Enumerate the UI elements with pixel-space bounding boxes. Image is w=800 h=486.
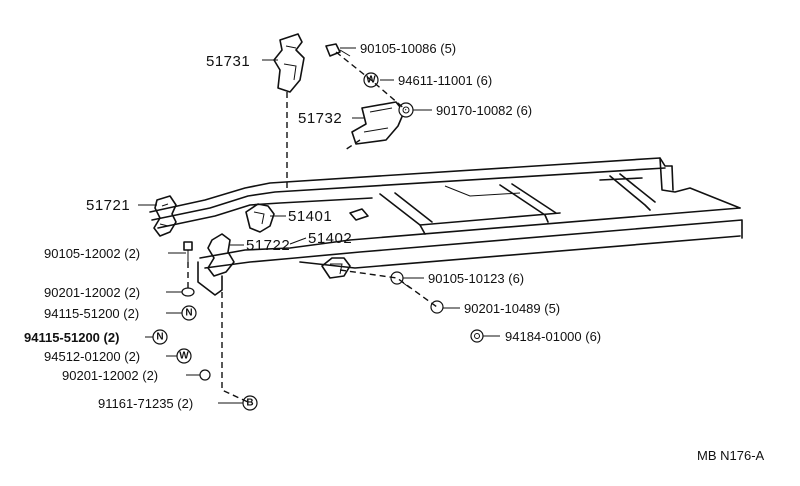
washer-90201-10489 [430, 300, 444, 314]
front-spring-bracket-51722 [197, 233, 235, 296]
label-94115-51200-b: 94115-51200 (2) [24, 330, 119, 345]
label-51722: 51722 [246, 237, 290, 254]
label-94115-51200-a: 94115-51200 (2) [44, 306, 139, 321]
bracket-51732 [351, 101, 405, 145]
label-90201-12002-a: 90201-12002 (2) [44, 285, 140, 300]
bracket-51401 [245, 203, 275, 233]
label-90105-10086: 90105-10086 (5) [360, 41, 456, 56]
nut-94184-01000 [470, 329, 484, 343]
bracket-51731 [273, 33, 305, 93]
dash-51732-line [344, 139, 361, 151]
label-51721: 51721 [86, 197, 130, 214]
label-90201-10489: 90201-10489 (5) [464, 301, 560, 316]
label-94611-11001: 94611-11001 (6) [398, 73, 492, 88]
label-94512-01200: 94512-01200 (2) [44, 349, 140, 364]
label-51401: 51401 [288, 208, 332, 225]
dash-front-bolt [221, 292, 251, 404]
frame-rail-assembly [149, 157, 743, 269]
label-51402: 51402 [308, 230, 352, 247]
label-91161-71235: 91161-71235 (2) [98, 396, 193, 411]
nut-symbol-text-b: N [156, 332, 163, 343]
bolt-90105-12002 [183, 241, 193, 262]
washer-90201-12002-top [181, 287, 195, 297]
dash-upper-fasteners [335, 51, 407, 111]
washer-symbol-text: W [179, 351, 189, 362]
dash-lower-fasteners [339, 269, 438, 308]
bolt-symbol-text: B [246, 398, 253, 409]
label-90201-12002-b: 90201-12002 (2) [62, 368, 158, 383]
label-90105-10123: 90105-10123 (6) [428, 271, 524, 286]
leader-lines [138, 47, 500, 404]
rear-bracket-51402 [321, 257, 351, 279]
label-90105-12002: 90105-12002 (2) [44, 246, 140, 261]
label-51731: 51731 [206, 53, 250, 70]
label-51732: 51732 [298, 110, 342, 127]
washer-symbol-90201-b [199, 369, 211, 381]
label-90170-10082: 90170-10082 (6) [436, 103, 532, 118]
label-94184-01000: 94184-01000 (6) [505, 329, 601, 344]
diagram-code: MB N176-A [697, 448, 765, 463]
front-spring-bracket-51721 [153, 195, 177, 237]
nut-symbol-text-a: N [185, 308, 192, 319]
bolt-90105-10086 [325, 43, 351, 57]
